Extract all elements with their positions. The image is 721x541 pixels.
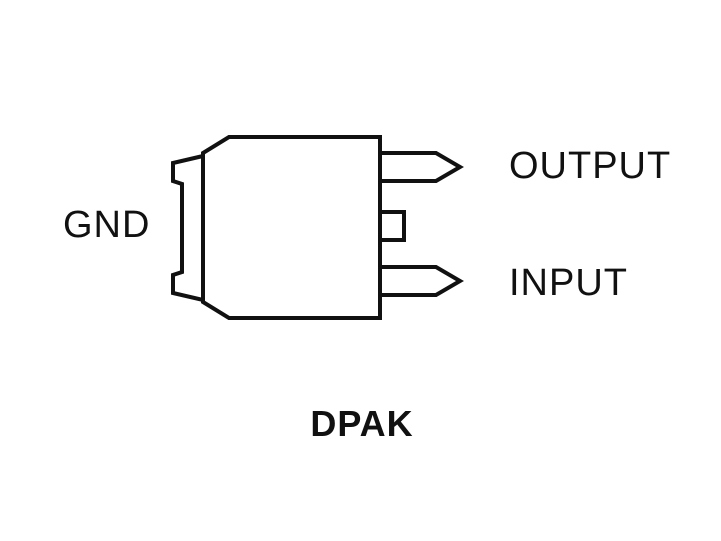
mounting-tab bbox=[171, 153, 205, 303]
input-label: INPUT bbox=[509, 262, 628, 304]
package-name-caption: DPAK bbox=[310, 403, 414, 444]
gnd-label: GND bbox=[63, 204, 151, 246]
input-pin bbox=[378, 265, 464, 297]
output-label: OUTPUT bbox=[509, 145, 672, 187]
package-body bbox=[201, 135, 382, 320]
output-pin bbox=[378, 151, 464, 183]
